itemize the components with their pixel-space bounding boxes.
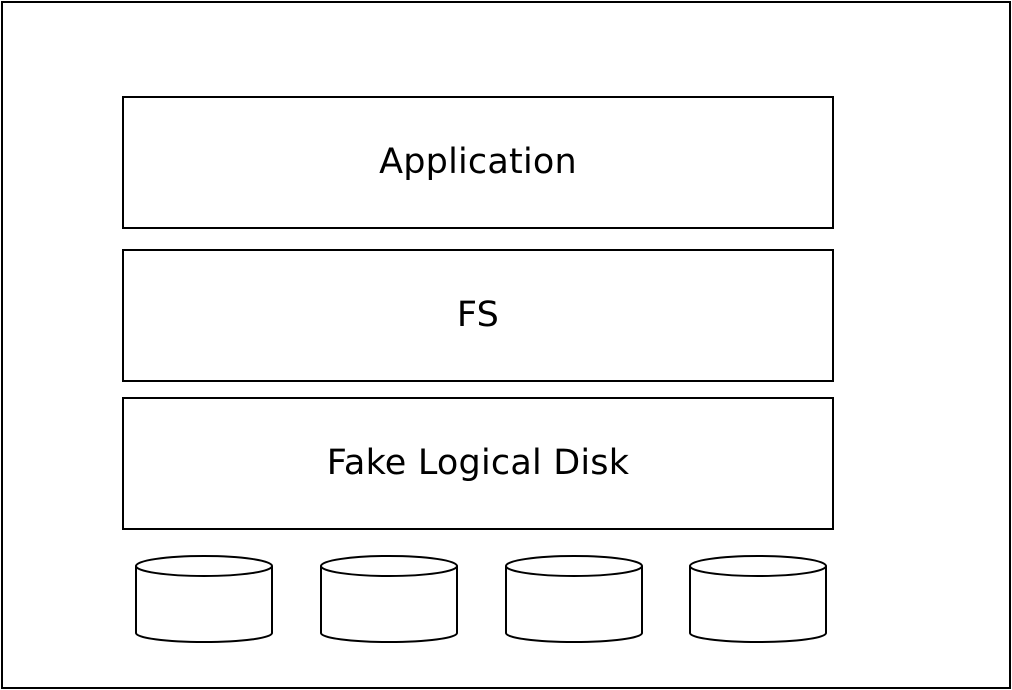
layer-application: Application	[122, 96, 834, 229]
layer-fake-logical-disk: Fake Logical Disk	[122, 397, 834, 530]
layer-fs-label: FS	[456, 295, 500, 335]
disk-icon	[689, 555, 827, 643]
layer-application-label: Application	[379, 142, 577, 182]
disk-icon	[320, 555, 458, 643]
disk-icon	[135, 555, 273, 643]
disk-icon	[505, 555, 643, 643]
layer-fake-logical-disk-label: Fake Logical Disk	[326, 443, 630, 483]
layer-fs: FS	[122, 249, 834, 382]
